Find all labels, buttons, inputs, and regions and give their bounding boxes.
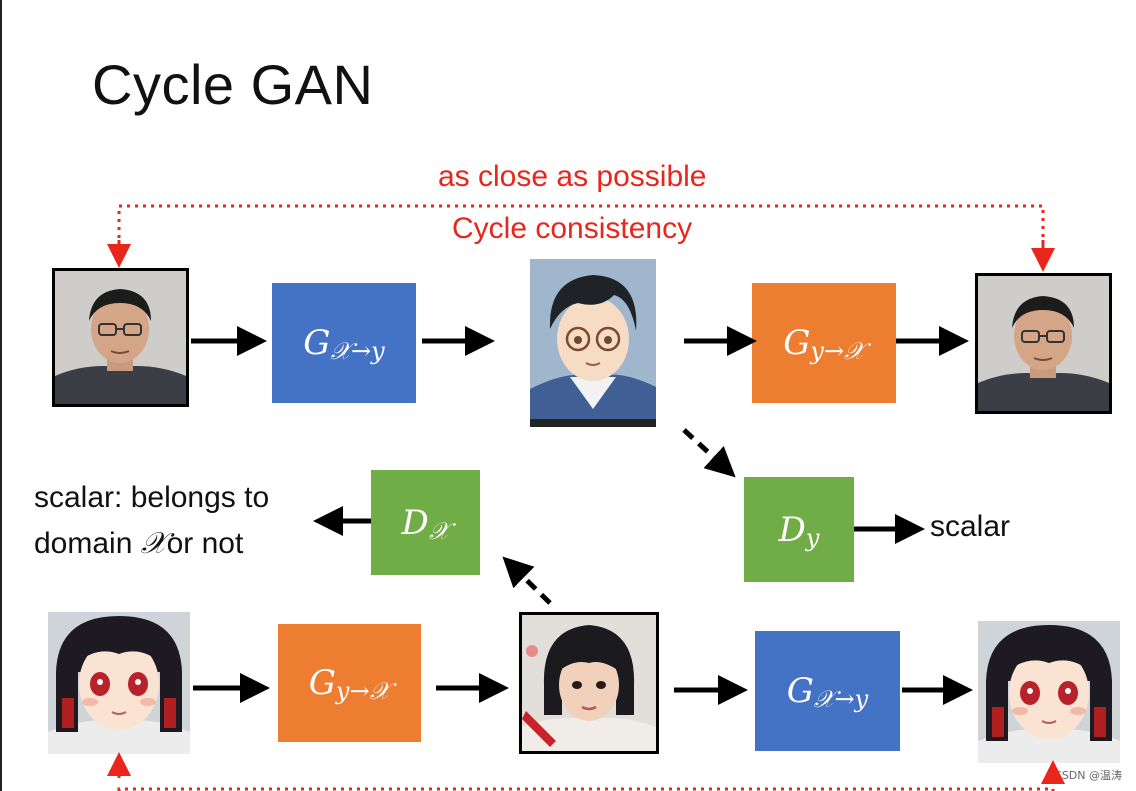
block-main-letter: G	[303, 323, 331, 363]
scalar-left-line1: scalar: belongs to	[34, 481, 270, 514]
block-subscript: 𝒳→𝑦	[813, 685, 869, 713]
anime-girl-reconstructed	[978, 621, 1120, 763]
dashed-arrow-to-dx	[502, 556, 552, 605]
block-subscript: 𝒳	[428, 516, 450, 545]
scalar-left-domain-word: domain	[34, 527, 133, 560]
block-subscript: 𝑦→𝒳	[810, 337, 865, 365]
domain-x-symbol: 𝒳	[140, 526, 167, 561]
block-subscript: 𝑦	[805, 523, 820, 552]
person-face-illustration	[55, 271, 186, 404]
anime-girl-illustration	[48, 612, 190, 754]
bottom-cycle-consistency-line	[107, 752, 1065, 791]
scalar-left-line2: domain 𝒳or not	[34, 526, 243, 561]
label-cycle-consistency: Cycle consistency	[452, 212, 693, 245]
dashed-arrow-to-dy	[682, 428, 736, 478]
csdn-watermark: CSDN @温涛	[1054, 769, 1122, 782]
anime-boy-illustration	[530, 259, 656, 427]
scalar-right-label: scalar	[930, 510, 1011, 543]
slide-left-border	[0, 0, 2, 791]
real-person-photo-reconstructed	[975, 273, 1112, 414]
anime-girl-input	[48, 612, 190, 754]
anime-girl-illustration	[978, 621, 1120, 763]
block-main-letter: G	[783, 323, 811, 363]
block-main-letter: D	[778, 509, 806, 550]
top-cycle-consistency-line	[107, 204, 1055, 272]
label-as-close-as-possible: as close as possible	[438, 160, 707, 193]
real-girl-photo-generated	[519, 612, 659, 754]
slide-title: Cycle GAN	[92, 53, 374, 116]
real-person-photo-input	[52, 268, 189, 407]
block-main-letter: G	[786, 671, 814, 711]
scalar-left-or-not: or not	[166, 527, 244, 560]
block-subscript: 𝑦→𝒳	[335, 677, 391, 705]
block-main-letter: G	[308, 663, 336, 703]
person-face-illustration	[978, 276, 1109, 411]
real-girl-illustration	[522, 615, 656, 751]
block-subscript: 𝒳→𝑦	[330, 337, 385, 365]
anime-character-generated-top	[530, 259, 656, 427]
block-main-letter: D	[401, 502, 429, 543]
